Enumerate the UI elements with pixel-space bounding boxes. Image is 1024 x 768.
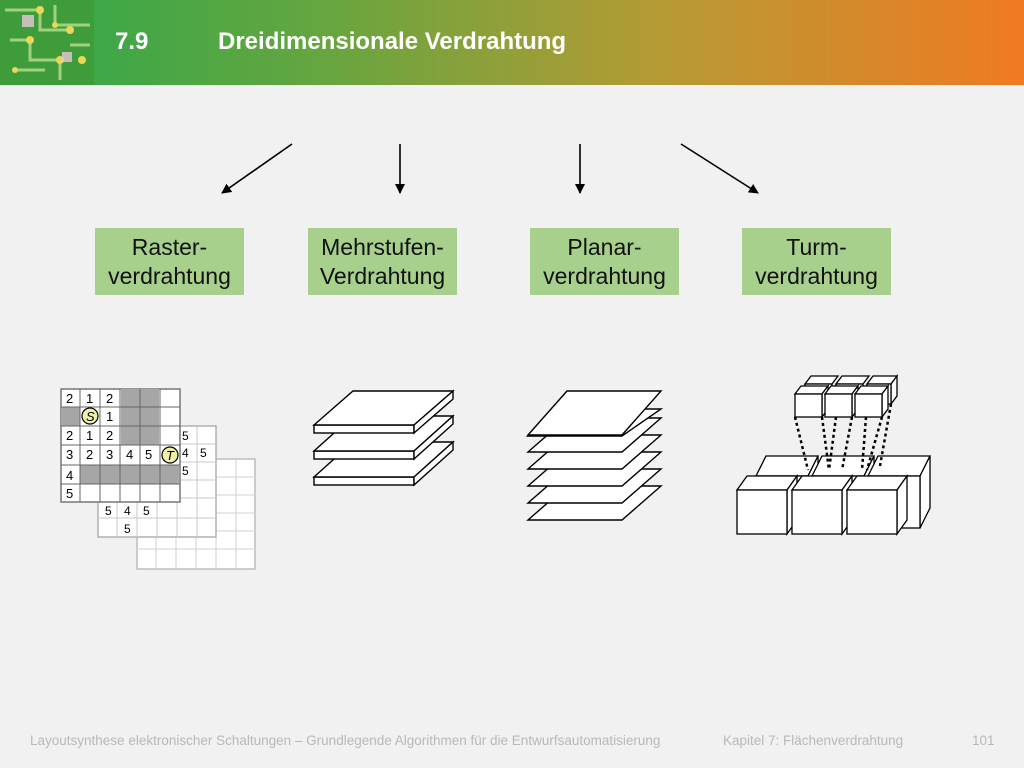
box-turmverdrahtung: Turm- verdrahtung [742,228,891,295]
tower-connectors [793,403,893,471]
grid-cell-label: 4 [124,504,131,518]
grid-cell-label: 5 [145,447,152,462]
grid-cell-label: 4 [182,446,189,460]
cube [735,473,799,537]
circuit-logo-icon [0,0,94,85]
grid-cell-label: 2 [66,391,73,406]
grid-cell-label: 2 [106,391,113,406]
grid-cell-label: 1 [86,391,93,406]
arrow-raster [221,143,293,194]
cube [823,384,860,419]
grid-cell-label: 5 [124,522,131,536]
footer-course-title: Layoutsynthese elektronischer Schaltunge… [30,733,661,748]
sheet [526,390,663,436]
arrow-turm [680,143,759,194]
grid-layer-1: 2 1 2 S 1 2 1 2 3 2 3 4 5 T 4 5 [60,388,181,503]
grid-cell-label: 1 [106,409,113,424]
grid-cell-label: 5 [105,504,112,518]
box-mehrstufen-verdrahtung: Mehrstufen- Verdrahtung [308,228,457,295]
grid-cell-label: 5 [143,504,150,518]
source-marker-icon [81,407,99,425]
cube [790,473,854,537]
section-number: 7.9 [115,28,149,55]
box-planarverdrahtung: Planar- verdrahtung [530,228,679,295]
plate [312,389,455,435]
grid-cell-label: 5 [182,429,189,443]
target-marker-icon [161,446,179,464]
page-number: 101 [972,733,995,748]
grid-cell-label: 2 [106,428,113,443]
target-label: T [166,448,175,463]
source-label: S [86,409,95,424]
grid-cell-label: 4 [66,468,73,483]
slide-title: Dreidimensionale Verdrahtung [218,28,567,55]
grid-cell-label: 5 [182,464,189,478]
box-rasterverdrahtung: Raster- verdrahtung [95,228,244,295]
grid-cell-label: 4 [126,447,133,462]
grid-cell-label: 3 [66,447,73,462]
slide-header: 7.9 Dreidimensionale Verdrahtung [0,0,1024,85]
footer-chapter: Kapitel 7: Flächenverdrahtung [723,733,904,748]
grid-cell-label: 2 [86,447,93,462]
cube [793,384,830,419]
grid-cell-label: 3 [106,447,113,462]
grid-cell-label: 2 [66,428,73,443]
grid-cell-label: 5 [200,446,207,460]
grid-cell-label: 5 [66,486,73,501]
cube [845,473,909,537]
grid-cell-label: 1 [86,428,93,443]
cube [853,384,890,419]
